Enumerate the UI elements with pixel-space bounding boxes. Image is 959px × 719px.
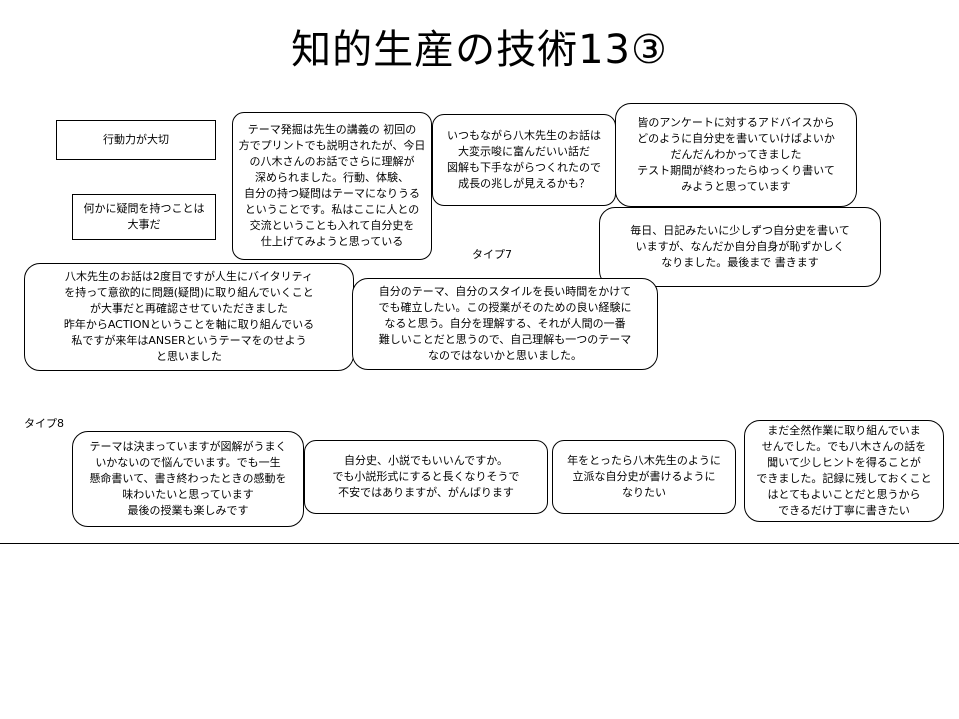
card-line: できました。記録に残しておくこと — [756, 472, 932, 485]
card-line: テスト期間が終わったらゆっくり書いて — [637, 164, 835, 177]
card-action: 行動力が大切 — [56, 120, 216, 160]
card-line: 味わいたいと思っています — [122, 488, 254, 501]
card-line: テーマ発掘は先生の講義の 初回の — [247, 123, 417, 136]
card-line: 図解も下手ながらつくれたので — [447, 161, 601, 174]
card-line: できるだけ丁寧に書きたい — [778, 504, 910, 517]
type7-label: タイプ7 — [472, 248, 512, 261]
card-line: いつもながら八木先生のお話は — [447, 129, 601, 142]
card-line: 皆のアンケートに対するアドバイスから — [637, 116, 835, 129]
card-suggestive: いつもながら八木先生のお話は大変示唆に富んだいい話だ図解も下手ながらつくれたので… — [432, 114, 616, 206]
card-line: と思いました — [156, 350, 222, 363]
card-line: どのように自分史を書いていけばよいか — [637, 132, 835, 145]
card-line: いますが、なんだか自分自身が恥ずかしく — [635, 240, 845, 253]
card-line: はとてもよいことだと思うから — [767, 488, 921, 501]
card-vitality: 八木先生のお話は2度目ですが人生にバイタリティを持って意欲的に問題(疑問)に取り… — [24, 263, 354, 371]
card-line: 昨年からACTIONということを軸に取り組んでいる — [63, 318, 315, 331]
card-line: なのではないかと思いました。 — [428, 349, 582, 362]
card-line: 最後の授業も楽しみです — [127, 504, 249, 517]
type8-label: タイプ8 — [24, 417, 64, 430]
card-line: でも確立したい。この授業がそのための良い経験に — [378, 301, 632, 314]
card-line: 立派な自分史が書けるように — [572, 470, 716, 483]
page-title: 知的生産の技術13③ — [291, 27, 668, 73]
card-line: だんだんわかってきました — [670, 148, 802, 161]
card-line: 仕上げてみようと思っている — [260, 235, 404, 248]
card-line: なると思う。自分を理解する、それが人間の一番 — [384, 317, 626, 330]
card-line: みようと思っています — [681, 180, 791, 193]
card-line: せんでした。でも八木さんの話を — [761, 440, 927, 453]
card-line: 何かに疑問を持つことは — [83, 202, 205, 215]
card-line: が大事だと再確認させていただきました — [90, 302, 288, 315]
card-line: 私ですが来年はANSERというテーマをのせよう — [71, 334, 307, 347]
card-line: テーマは決まっていますが図解がうまく — [89, 440, 287, 453]
card-line: 毎日、日記みたいに少しずつ自分史を書いて — [630, 224, 850, 237]
card-line: いかないので悩んでいます。でも一生 — [95, 456, 281, 469]
card-novel: 自分史、小説でもいいんですか。でも小説形式にすると長くなりそうで不安ではあります… — [304, 440, 548, 514]
card-line: 自分のテーマ、自分のスタイルを長い時間をかけて — [378, 285, 632, 298]
card-line: を持って意欲的に問題(疑問)に取り組んでいくこと — [64, 286, 314, 299]
card-theme-discovery: テーマ発掘は先生の講義の 初回の方でプリントでも説明されたが、今日の八木さんのお… — [232, 112, 432, 260]
card-line: なりました。最後まで 書きます — [661, 256, 819, 269]
card-line: 成長の兆しが見えるかも？ — [458, 177, 590, 190]
card-doubt: 何かに疑問を持つことは大事だ — [72, 194, 216, 240]
divider-line — [0, 543, 959, 544]
card-line: 行動力が大切 — [103, 133, 169, 146]
card-line: 方でプリントでも説明されたが、今日 — [238, 139, 426, 152]
card-diary: 毎日、日記みたいに少しずつ自分史を書いていますが、なんだか自分自身が恥ずかしくな… — [599, 207, 881, 287]
card-line: でも小説形式にすると長くなりそうで — [332, 470, 520, 483]
card-line: 八木先生のお話は2度目ですが人生にバイタリティ — [65, 270, 313, 283]
card-line: ということです。私はここに人との — [244, 203, 420, 216]
card-line: 難しいことだと思うので、自己理解も一つのテーマ — [378, 333, 632, 346]
card-diagram-trouble: テーマは決まっていますが図解がうまくいかないので悩んでいます。でも一生懸命書いて… — [72, 431, 304, 527]
card-line: まだ全然作業に取り組んでいま — [767, 424, 921, 437]
card-line: 自分史、小説でもいいんですか。 — [343, 454, 508, 467]
card-like-yagi: 年をとったら八木先生のように立派な自分史が書けるようになりたい — [552, 440, 736, 514]
card-line: 交流ということも入れて自分史を — [249, 219, 415, 232]
card-questionnaire: 皆のアンケートに対するアドバイスからどのように自分史を書いていけばよいかだんだん… — [615, 103, 857, 207]
card-line: 自分の持つ疑問はテーマになりうる — [244, 187, 420, 200]
card-not-started: まだ全然作業に取り組んでいませんでした。でも八木さんの話を聞いて少しヒントを得る… — [744, 420, 944, 522]
card-line: 深められました。行動、体験、 — [255, 171, 409, 184]
card-line: 不安ではありますが、がんばります — [338, 486, 514, 499]
card-own-theme: 自分のテーマ、自分のスタイルを長い時間をかけてでも確立したい。この授業がそのため… — [352, 278, 658, 370]
card-line: なりたい — [622, 486, 666, 499]
card-line: 懸命書いて、書き終わったときの感動を — [89, 472, 287, 485]
card-line: の八木さんのお話でさらに理解が — [249, 155, 415, 168]
card-line: 大変示唆に富んだいい話だ — [458, 145, 590, 158]
card-line: 年をとったら八木先生のように — [567, 454, 721, 467]
card-line: 聞いて少しヒントを得ることが — [767, 456, 921, 469]
card-line: 大事だ — [127, 218, 161, 231]
